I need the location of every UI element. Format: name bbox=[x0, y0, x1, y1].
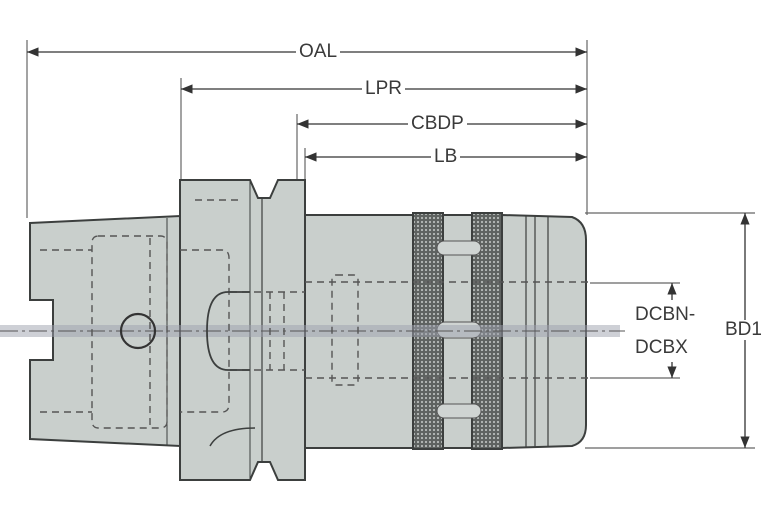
dcbx-label: DCBX bbox=[635, 337, 688, 358]
dcbn-label: DCBN- bbox=[635, 304, 696, 325]
bd1-label: BD1 bbox=[722, 320, 765, 340]
groove-outline bbox=[209, 427, 256, 447]
lb-label: LB bbox=[431, 147, 461, 167]
hidden-lines bbox=[40, 199, 590, 429]
lpr-label: LPR bbox=[362, 79, 405, 99]
coolant-hole-circle bbox=[119, 312, 157, 350]
drive-key-outline bbox=[206, 291, 250, 371]
oal-label: OAL bbox=[296, 42, 341, 62]
cbdp-label: CBDP bbox=[408, 114, 467, 134]
